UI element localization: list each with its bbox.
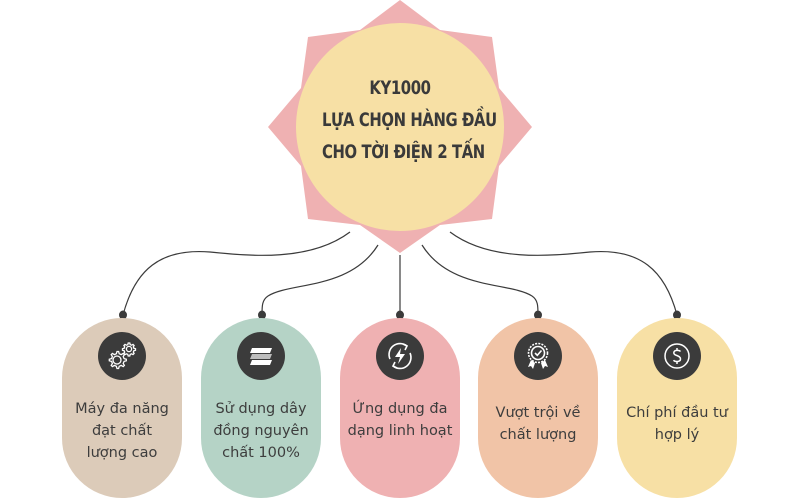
feature-card-versatile: Ứng dụng đa dạng linh hoạt [340,318,460,498]
feature-label-line: đồng nguyên [213,423,309,439]
hub-title-line-1: KY1000 [369,77,431,99]
connector-dots [119,310,681,320]
hub-circle [296,23,504,231]
quality-badge-icon [514,332,562,380]
feature-label-line: Sử dụng dây [215,401,307,417]
connector-5 [449,231,678,316]
feature-label-line: chất 100% [222,445,300,461]
connector-lines [122,231,678,316]
connector-1 [122,231,351,316]
connector-dot-5 [673,310,681,320]
feature-label-line: Vượt trội về [495,405,581,421]
feature-label-line: Chí phí đầu tư [626,405,728,421]
dollar-icon [653,332,701,380]
hub-title-line-2: LỰA CHỌN HÀNG ĐẦU [322,109,497,131]
energy-cycle-icon [376,332,424,380]
connector-dot-2 [258,310,266,320]
feature-label: Vượt trội về chất lượng [478,402,598,446]
layers-icon [237,332,285,380]
hub-title: KY1000 LỰA CHỌN HÀNG ĐẦU CHO TỜI ĐIỆN 2 … [322,72,497,168]
feature-card-quality: Vượt trội về chất lượng [478,318,598,498]
feature-label-line: lượng cao [86,445,158,461]
connector-4 [421,244,539,316]
feature-card-cost: Chí phí đầu tư hợp lý [617,318,737,498]
feature-label-line: Ứng dụng đa [352,401,448,417]
gears-icon [98,332,146,380]
feature-label-line: đạt chất [91,423,153,439]
feature-label: Máy đa năng đạt chất lượng cao [62,398,182,464]
feature-label: Sử dụng dây đồng nguyên chất 100% [201,398,321,464]
connector-2 [261,244,379,316]
feature-label-line: dạng linh hoạt [347,423,453,439]
feature-card-copper-wire: Sử dụng dây đồng nguyên chất 100% [201,318,321,498]
feature-label-line: Máy đa năng [75,401,169,417]
connector-dot-3 [396,310,404,320]
connector-dot-1 [119,310,127,320]
feature-card-multipurpose: Máy đa năng đạt chất lượng cao [62,318,182,498]
feature-label-line: hợp lý [654,427,700,443]
connector-dot-4 [534,310,542,320]
hub-title-line-3: CHO TỜI ĐIỆN 2 TẤN [322,141,485,163]
feature-label: Ứng dụng đa dạng linh hoạt [340,398,460,442]
feature-label: Chí phí đầu tư hợp lý [617,402,737,446]
feature-label-line: chất lượng [499,427,577,443]
